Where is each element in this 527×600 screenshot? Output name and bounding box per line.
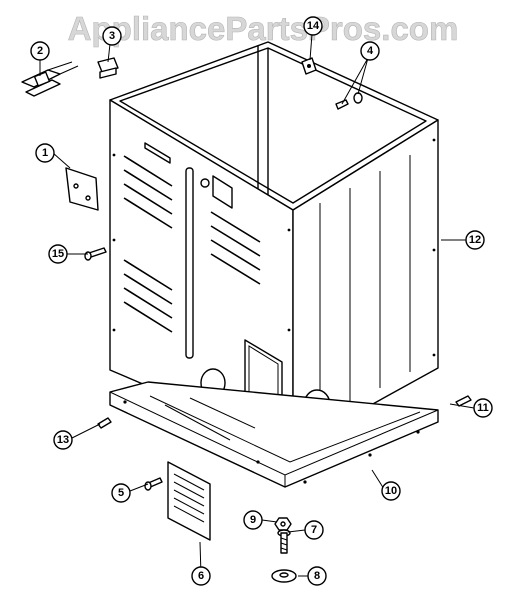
callout-15: 15 [48, 244, 68, 264]
part-7-leveling-leg [277, 529, 291, 554]
callout-label: 13 [57, 434, 69, 446]
callout-9: 9 [243, 510, 263, 530]
callout-label: 4 [367, 45, 374, 57]
leader-lines [39, 33, 475, 577]
callout-label: 8 [314, 570, 320, 582]
part-1-bracket [65, 167, 99, 211]
callout-4: 4 [360, 41, 380, 61]
part-11-screw [455, 395, 472, 407]
callout-14: 14 [303, 16, 323, 36]
part-5-screw [144, 477, 163, 491]
watermark-text: AppliancePartsPros.com [68, 10, 459, 47]
callout-5: 5 [111, 483, 131, 503]
callout-12: 12 [465, 230, 485, 250]
callout-8: 8 [307, 566, 327, 586]
callout-label: 2 [37, 45, 43, 57]
callout-label: 9 [250, 514, 256, 526]
part-15-screw [84, 247, 107, 261]
callout-label: 14 [307, 20, 320, 32]
callout-11: 11 [473, 398, 493, 418]
callout-2: 2 [30, 41, 50, 61]
callout-label: 1 [42, 147, 48, 159]
callout-6: 6 [191, 566, 211, 586]
part-4-screw [335, 92, 363, 110]
callout-1: 1 [35, 143, 55, 163]
base [109, 381, 439, 488]
part-14-clip [301, 57, 317, 75]
cabinet [109, 41, 439, 449]
callout-label: 11 [477, 402, 489, 414]
part-6-louver-panel [167, 461, 211, 541]
callout-label: 6 [198, 570, 204, 582]
callout-7: 7 [304, 520, 324, 540]
callout-label: 5 [118, 487, 124, 499]
callout-label: 10 [385, 485, 397, 497]
callout-label: 3 [109, 30, 115, 42]
callout-13: 13 [53, 430, 73, 450]
part-8-foot-pad [271, 569, 297, 583]
part-9-nut [274, 517, 292, 531]
callout-label: 7 [311, 524, 317, 536]
callout-label: 15 [52, 248, 64, 260]
callout-10: 10 [381, 481, 401, 501]
callout-label: 12 [469, 234, 481, 246]
callout-3: 3 [102, 26, 122, 46]
part-2-connector [21, 61, 79, 97]
part-13-screw [97, 417, 112, 429]
